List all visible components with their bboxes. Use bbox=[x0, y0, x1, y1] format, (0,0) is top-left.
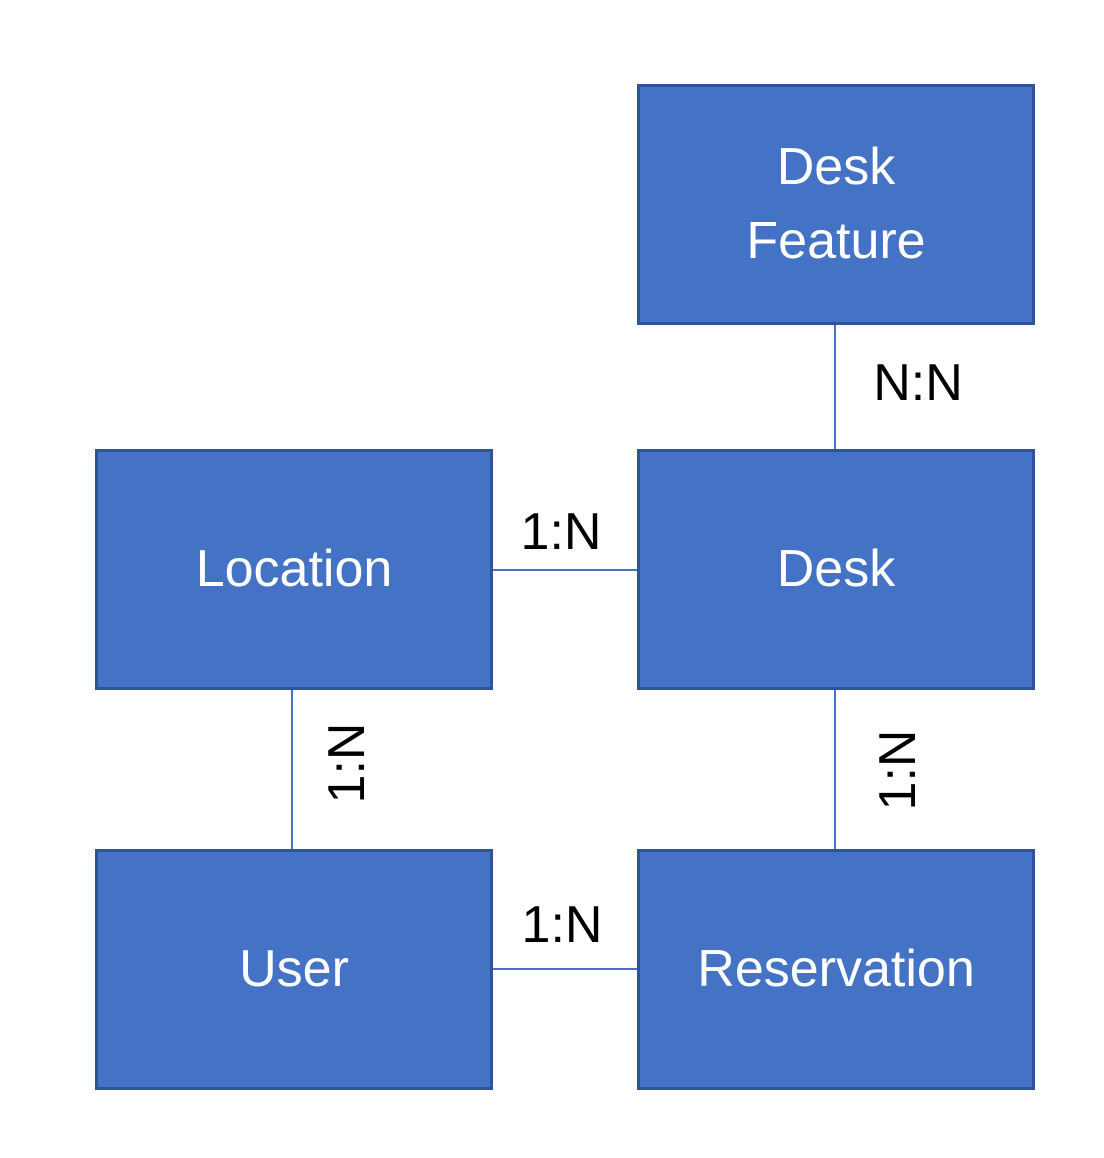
cardinality-label-location-desk: 1:N bbox=[520, 503, 602, 561]
connector-user-reservation bbox=[492, 968, 637, 970]
connector-desk-reservation bbox=[834, 690, 836, 849]
cardinality-label-location-user: 1:N bbox=[318, 722, 376, 804]
entity-desk-feature[interactable]: Desk Feature bbox=[637, 84, 1035, 325]
entity-user-label: User bbox=[239, 939, 349, 998]
connector-location-desk bbox=[492, 569, 637, 571]
cardinality-label-deskfeature-desk: N:N bbox=[873, 354, 963, 412]
cardinality-label-user-reservation: 1:N bbox=[521, 896, 603, 954]
connector-location-user bbox=[291, 690, 293, 849]
entity-desk[interactable]: Desk bbox=[637, 449, 1035, 690]
entity-user[interactable]: User bbox=[95, 849, 493, 1090]
entity-location[interactable]: Location bbox=[95, 449, 493, 690]
entity-reservation[interactable]: Reservation bbox=[637, 849, 1035, 1090]
entity-location-label: Location bbox=[195, 539, 393, 598]
entity-desk-feature-label: Desk Feature bbox=[746, 137, 926, 270]
entity-reservation-label: Reservation bbox=[697, 939, 975, 998]
entity-desk-label: Desk bbox=[776, 539, 896, 598]
connector-deskfeature-desk bbox=[834, 325, 836, 449]
cardinality-label-desk-reservation: 1:N bbox=[869, 729, 927, 811]
